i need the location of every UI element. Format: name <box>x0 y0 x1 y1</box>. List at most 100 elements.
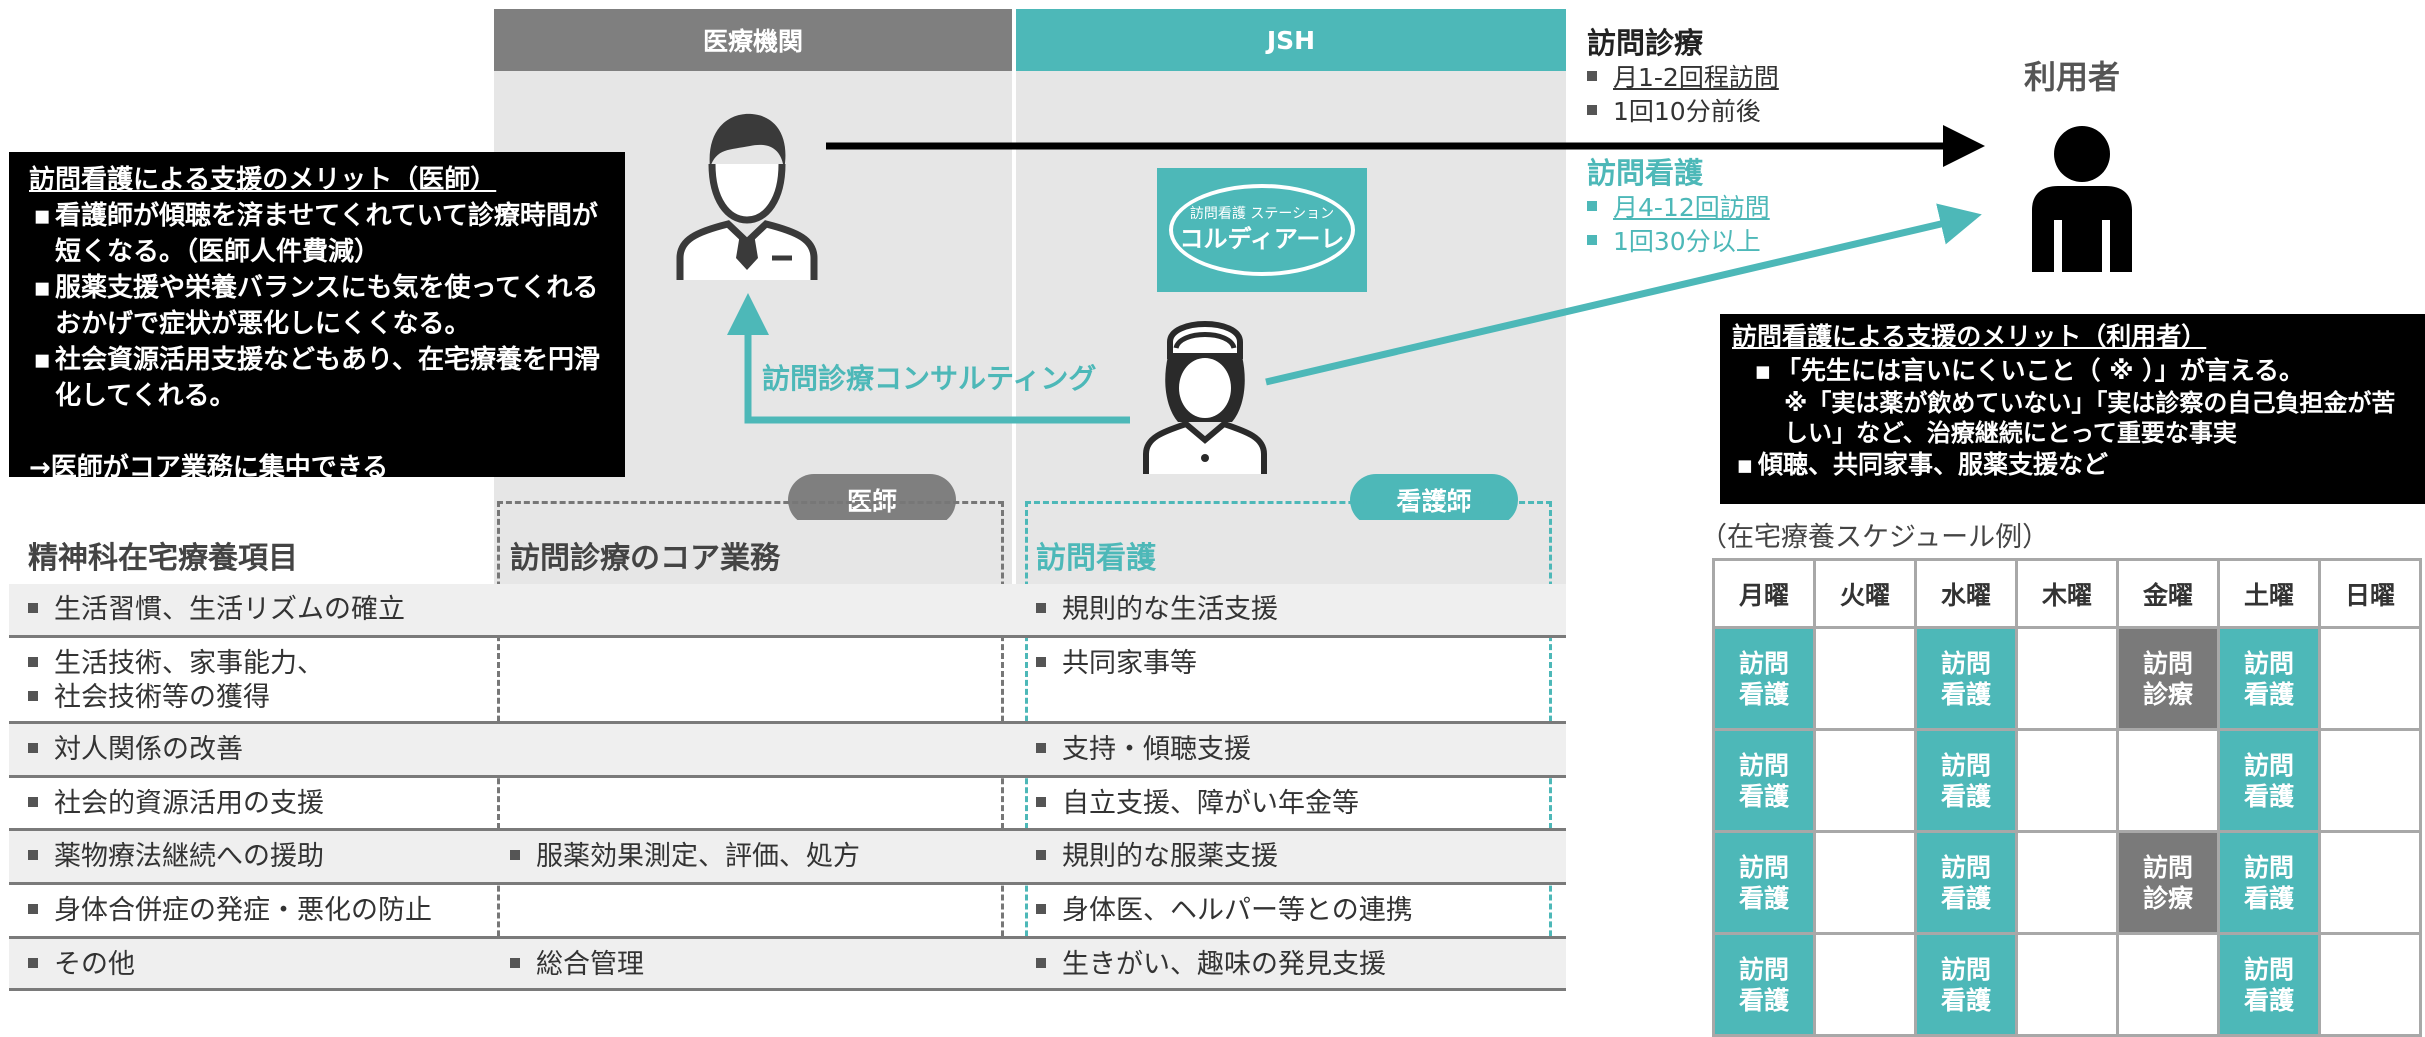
user-merit-box: 訪問看護による支援のメリット（利用者） ▪「先生には言いにくいこと（ ※ ）」が… <box>1720 314 2425 504</box>
schedule-nursing-visit: 訪問看護 <box>1715 833 1813 932</box>
schedule-nursing-visit: 訪問看護 <box>2220 629 2318 728</box>
schedule-cell: 訪問診療 <box>2116 626 2220 731</box>
row-nursing: 支持・傾聴支援 <box>1036 733 1251 767</box>
schedule-cell <box>2015 728 2119 833</box>
table-row <box>9 724 1566 778</box>
schedule-cell: 訪問看護 <box>1914 626 2018 731</box>
schedule-day-header: 火曜 <box>1813 558 1917 629</box>
table-row <box>9 584 1566 638</box>
row-item: 対人関係の改善 <box>28 733 243 767</box>
schedule-nursing-visit: 訪問看護 <box>1715 935 1813 1034</box>
schedule-cell <box>2015 932 2119 1037</box>
row-core-task: 服薬効果測定、評価、処方 <box>510 840 860 874</box>
user-merit-title: 訪問看護による支援のメリット（利用者） <box>1732 322 2207 351</box>
doctor-icon <box>676 113 818 280</box>
user-label: 利用者 <box>2024 58 2121 96</box>
station-logo-big: コルディアーレ <box>1179 225 1345 253</box>
schedule-cell <box>2318 626 2422 731</box>
user-merit-item-1: ▪「先生には言いにくいこと（ ※ ）」が言える。 <box>1754 356 2304 385</box>
schedule-nursing-visit: 訪問看護 <box>1917 935 2015 1034</box>
user-merit-item-2: ▪傾聴、共同家事、服薬支援など <box>1736 450 2109 479</box>
nurse-to-user-arrow <box>1265 203 1982 386</box>
row-item: 薬物療法継続への援助 <box>28 840 324 874</box>
schedule-nursing-visit: 訪問看護 <box>1917 833 2015 932</box>
schedule-row: 訪問看護訪問看護訪問診療訪問看護 <box>1712 626 2422 731</box>
schedule-row: 訪問看護 訪問看護 訪問看護 <box>1712 728 2422 833</box>
schedule-day-header: 日曜 <box>2318 558 2422 629</box>
col3-title: 訪問看護 <box>1036 541 1156 576</box>
consulting-label: 訪問診療コンサルティング <box>762 362 1097 395</box>
station-logo: 訪問看護 ステーション コルディアーレ <box>1157 168 1367 292</box>
table-header-panel-jsh <box>1016 520 1566 584</box>
schedule-cell <box>2318 932 2422 1037</box>
schedule-cell: 訪問看護 <box>1712 932 1816 1037</box>
schedule-cell <box>2116 728 2220 833</box>
schedule-nursing-visit: 訪問看護 <box>2220 833 2318 932</box>
col1-title: 精神科在宅療養項目 <box>28 541 298 576</box>
visit-nursing-item-2: 1回30分以上 <box>1587 222 1761 258</box>
row-nursing: 自立支援、障がい年金等 <box>1036 787 1359 821</box>
doctor-merit-item: ▪看護師が傾聴を済ませてくれていて診療時間が短くなる。（医師人件費減） <box>33 201 598 267</box>
jsh-header: JSH <box>1016 9 1566 71</box>
schedule-cell: 訪問診療 <box>2116 830 2220 935</box>
row-item: 生活習慣、生活リズムの確立 <box>28 593 405 627</box>
station-logo-small: 訪問看護 ステーション <box>1189 206 1335 222</box>
schedule-caption: （在宅療養スケジュール例） <box>1700 522 2050 553</box>
doctor-merit-box: 訪問看護による支援のメリット（医師） ▪看護師が傾聴を済ませてくれていて診療時間… <box>9 152 625 483</box>
schedule-cell <box>1813 932 1917 1037</box>
schedule-day-header: 木曜 <box>2015 558 2119 629</box>
schedule-nursing-visit: 訪問看護 <box>1917 629 2015 728</box>
schedule-cell <box>1813 830 1917 935</box>
schedule-cell: 訪問看護 <box>1712 626 1816 731</box>
schedule-day-header: 土曜 <box>2217 558 2321 629</box>
doctor-merit-item: ▪社会資源活用支援などもあり、在宅療養を円滑化してくれる。 <box>33 345 600 411</box>
schedule-cell: 訪問看護 <box>2217 626 2321 731</box>
schedule-row: 訪問看護訪問看護訪問診療訪問看護 <box>1712 830 2422 935</box>
schedule-cell: 訪問看護 <box>1712 728 1816 833</box>
row-item: 社会技術等の獲得 <box>28 681 270 715</box>
schedule-day-header: 金曜 <box>2116 558 2220 629</box>
schedule-table: 月曜火曜水曜木曜金曜土曜日曜 訪問看護訪問看護訪問診療訪問看護訪問看護訪問看護訪… <box>1712 558 2422 1037</box>
consulting-arrow <box>727 293 1130 424</box>
schedule-cell <box>1813 626 1917 731</box>
visit-medical-title: 訪問診療 <box>1587 26 1704 60</box>
schedule-nursing-visit: 訪問看護 <box>1715 731 1813 830</box>
station-logo-oval: 訪問看護 ステーション コルディアーレ <box>1169 184 1355 276</box>
row-item: 身体合併症の発症・悪化の防止 <box>28 894 432 928</box>
row-nursing: 共同家事等 <box>1036 647 1197 681</box>
schedule-nursing-visit: 訪問看護 <box>2220 935 2318 1034</box>
row-item: 生活技術、家事能力、 <box>28 647 324 681</box>
doctor-merit-conclusion: →医師がコア業務に集中できる <box>29 453 389 483</box>
schedule-row: 訪問看護 訪問看護 訪問看護 <box>1712 932 2422 1037</box>
medical-header: 医療機関 <box>494 9 1012 71</box>
table-row <box>9 778 1566 831</box>
schedule-day-header: 水曜 <box>1914 558 2018 629</box>
row-nursing: 規則的な服薬支援 <box>1036 840 1278 874</box>
schedule-nursing-visit: 訪問看護 <box>1715 629 1813 728</box>
schedule-nursing-visit: 訪問看護 <box>2220 731 2318 830</box>
schedule-cell: 訪問看護 <box>1914 728 2018 833</box>
user-icon <box>2032 126 2132 272</box>
diagram-arrows <box>727 125 1985 424</box>
table-row <box>9 885 1566 939</box>
visit-nursing-item-1: 月4-12回訪問 <box>1587 188 1770 224</box>
schedule-medical-visit: 訪問診療 <box>2119 629 2217 728</box>
visit-medical-item-2: 1回10分前後 <box>1587 92 1761 128</box>
schedule-cell: 訪問看護 <box>2217 932 2321 1037</box>
visit-nursing-title: 訪問看護 <box>1587 156 1704 190</box>
schedule-cell <box>1813 728 1917 833</box>
schedule-day-header: 月曜 <box>1712 558 1816 629</box>
schedule-cell <box>2318 830 2422 935</box>
nurse-icon <box>1143 321 1267 474</box>
row-item: その他 <box>28 948 135 982</box>
doctor-merit-title: 訪問看護による支援のメリット（医師） <box>29 165 497 195</box>
row-nursing: 規則的な生活支援 <box>1036 593 1278 627</box>
schedule-cell: 訪問看護 <box>2217 830 2321 935</box>
schedule-nursing-visit: 訪問看護 <box>1917 731 2015 830</box>
schedule-cell: 訪問看護 <box>1914 830 2018 935</box>
row-item: 社会的資源活用の支援 <box>28 787 324 821</box>
schedule-cell <box>2015 626 2119 731</box>
schedule-cell: 訪問看護 <box>1712 830 1816 935</box>
table-row <box>9 939 1566 991</box>
schedule-cell <box>2116 932 2220 1037</box>
